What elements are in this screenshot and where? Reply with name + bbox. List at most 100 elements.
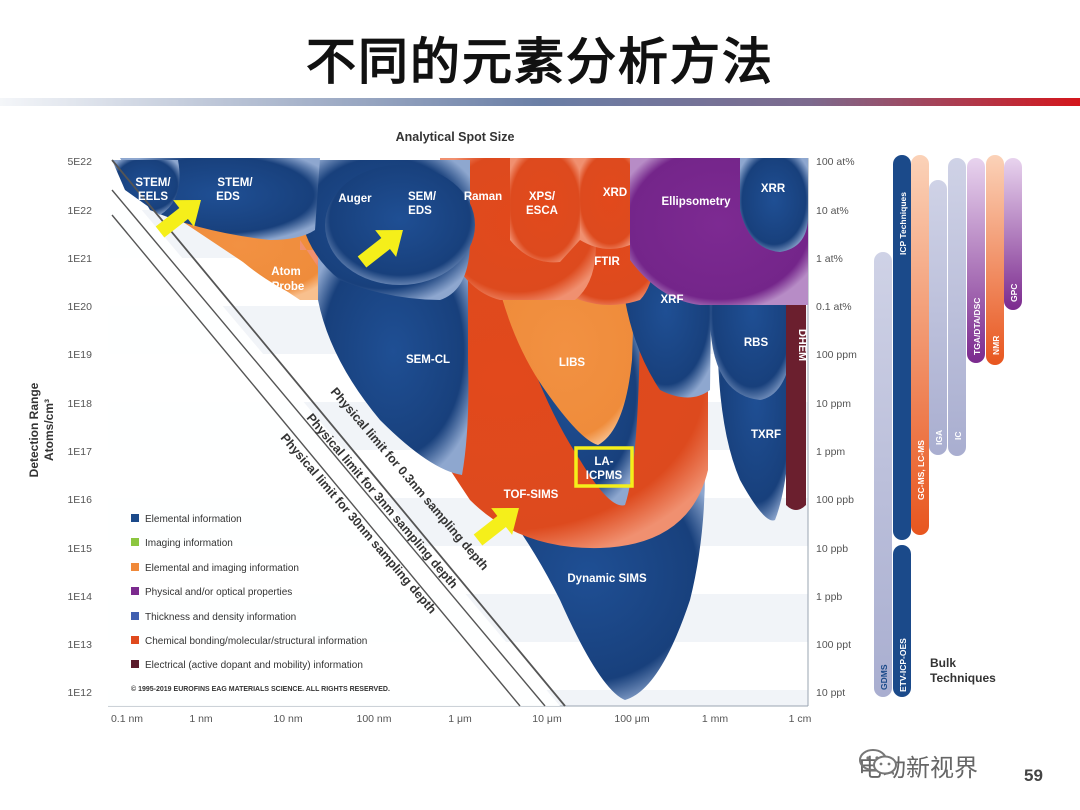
x-tick: 10 nm xyxy=(273,713,302,725)
label-ftir: FTIR xyxy=(594,256,620,268)
legend-label: Chemical bonding/molecular/structural in… xyxy=(145,636,367,647)
left-tick: 1E14 xyxy=(67,591,92,603)
bulk-label: GPC xyxy=(1009,284,1019,302)
bulk-label: IGA xyxy=(934,430,944,445)
left-tick: 1E15 xyxy=(67,543,92,555)
arrow-tof-sims xyxy=(473,507,519,546)
label-raman: Raman xyxy=(464,191,502,203)
sem-eds-region xyxy=(325,165,475,285)
page-title: 不同的元素分析方法 xyxy=(306,33,774,91)
bulk-pill-etv xyxy=(893,545,911,697)
bulk-pill-icp xyxy=(893,155,911,540)
bulk-label: IC xyxy=(953,432,963,441)
left-tick: 1E12 xyxy=(67,687,92,699)
x-tick: 1 mm xyxy=(702,713,729,725)
xps-region xyxy=(510,158,580,263)
left-tick: 1E17 xyxy=(67,446,92,458)
legend-label: Electrical (active dopant and mobility) … xyxy=(145,660,363,671)
label-sem-eds: SEM/EDS xyxy=(408,191,437,217)
right-tick: 100 ppm xyxy=(816,349,857,361)
legend-swatch xyxy=(131,587,139,595)
legend-swatch xyxy=(131,538,139,546)
right-tick: 10 ppt xyxy=(816,687,845,699)
label-la-icpms: LA-ICPMS xyxy=(586,456,623,482)
stem-eels-region xyxy=(112,160,180,215)
bulk-pill-tga xyxy=(967,158,985,363)
dhem-region xyxy=(786,258,806,510)
arrow-stem-eds xyxy=(155,199,201,238)
bulk-label: GC-MS, LC-MS xyxy=(916,440,926,500)
xrd-region xyxy=(580,158,640,249)
left-tick: 1E16 xyxy=(67,494,92,506)
bulk-pill-nmr xyxy=(986,155,1004,365)
physical-limit-lines xyxy=(111,159,566,707)
right-tick: 100 ppb xyxy=(816,494,854,506)
sem-cl-region xyxy=(318,250,469,475)
label-dynamic-sims: Dynamic SIMS xyxy=(567,573,647,585)
label-txrf: TXRF xyxy=(751,429,781,441)
bulk-label: NMR xyxy=(991,336,1001,355)
bulk-label: GDMS xyxy=(879,664,889,690)
bulk-label: TGA/DTA/DSC xyxy=(972,298,982,355)
y-axis-title: Detection RangeAtoms/cm³ xyxy=(27,382,56,477)
bulk-pill-gcms xyxy=(911,155,929,535)
left-ticks: 5E22 1E22 1E21 1E20 1E19 1E18 1E17 1E16 … xyxy=(67,156,92,699)
right-tick: 1 ppm xyxy=(816,446,845,458)
left-tick: 1E21 xyxy=(67,253,92,265)
arrow-sem-eds xyxy=(357,229,403,268)
bulk-pill-gdms xyxy=(874,252,892,697)
left-tick: 1E18 xyxy=(67,398,92,410)
legend-swatch xyxy=(131,563,139,571)
right-tick: 10 ppm xyxy=(816,398,851,410)
bulk-techniques xyxy=(874,155,1022,697)
title-underline-bar xyxy=(0,98,1080,106)
axis-heading: Analytical Spot Size xyxy=(396,130,515,144)
x-tick: 100 μm xyxy=(614,713,649,725)
excluded-region xyxy=(108,170,560,706)
right-tick: 0.1 at% xyxy=(816,301,852,313)
label-ellipsometry: Ellipsometry xyxy=(661,196,731,208)
bulk-pill-ic xyxy=(948,158,966,456)
x-tick: 1 cm xyxy=(789,713,812,725)
legend-swatch xyxy=(131,636,139,644)
legend: Elemental information Imaging informatio… xyxy=(131,514,390,693)
bulk-labels: GDMS ETV-ICP-OES ICP Techniques GC-MS, L… xyxy=(879,192,1019,692)
label-stem-eels: STEM/EELS xyxy=(135,177,171,203)
watermark: 电动新视界 xyxy=(858,748,978,783)
page-number: 59 xyxy=(1024,766,1043,785)
label-libs: LIBS xyxy=(559,357,586,369)
right-tick: 100 ppt xyxy=(816,639,851,651)
left-tick: 1E19 xyxy=(67,349,92,361)
label-tof-sims: TOF-SIMS xyxy=(504,489,559,501)
right-tick: 1 at% xyxy=(816,253,843,265)
label-stem-eds: STEM/EDS xyxy=(216,177,253,203)
left-tick: 1E22 xyxy=(67,205,92,217)
right-tick: 10 ppb xyxy=(816,543,848,555)
legend-label: Thickness and density information xyxy=(145,612,296,623)
bulk-label: ETV-ICP-OES xyxy=(898,638,908,692)
label-dhem: DHEM xyxy=(796,329,808,361)
legend-swatch xyxy=(131,660,139,668)
x-ticks: 0.1 nm 1 nm 10 nm 100 nm 1 μm 10 μm 100 … xyxy=(111,713,812,725)
legend-label: Elemental information xyxy=(145,514,242,525)
label-xrd: XRD xyxy=(603,187,627,199)
bulk-label: ICP Techniques xyxy=(898,192,908,255)
right-tick: 1 ppb xyxy=(816,591,842,603)
xrr-region xyxy=(740,158,808,252)
la-icpms-highlight-box xyxy=(574,446,634,488)
left-tick: 1E20 xyxy=(67,301,92,313)
right-tick: 100 at% xyxy=(816,156,855,168)
x-tick: 1 μm xyxy=(448,713,472,725)
label-xps: XPS/ESCA xyxy=(526,191,558,217)
x-tick: 1 nm xyxy=(189,713,213,725)
label-sem-cl: SEM-CL xyxy=(406,354,450,366)
right-ticks: 100 at% 10 at% 1 at% 0.1 at% 100 ppm 10 … xyxy=(816,156,857,699)
label-rbs: RBS xyxy=(744,337,769,349)
x-tick: 0.1 nm xyxy=(111,713,143,725)
legend-label: Elemental and imaging information xyxy=(145,563,299,574)
libs-region xyxy=(495,270,635,445)
legend-swatch xyxy=(131,612,139,620)
